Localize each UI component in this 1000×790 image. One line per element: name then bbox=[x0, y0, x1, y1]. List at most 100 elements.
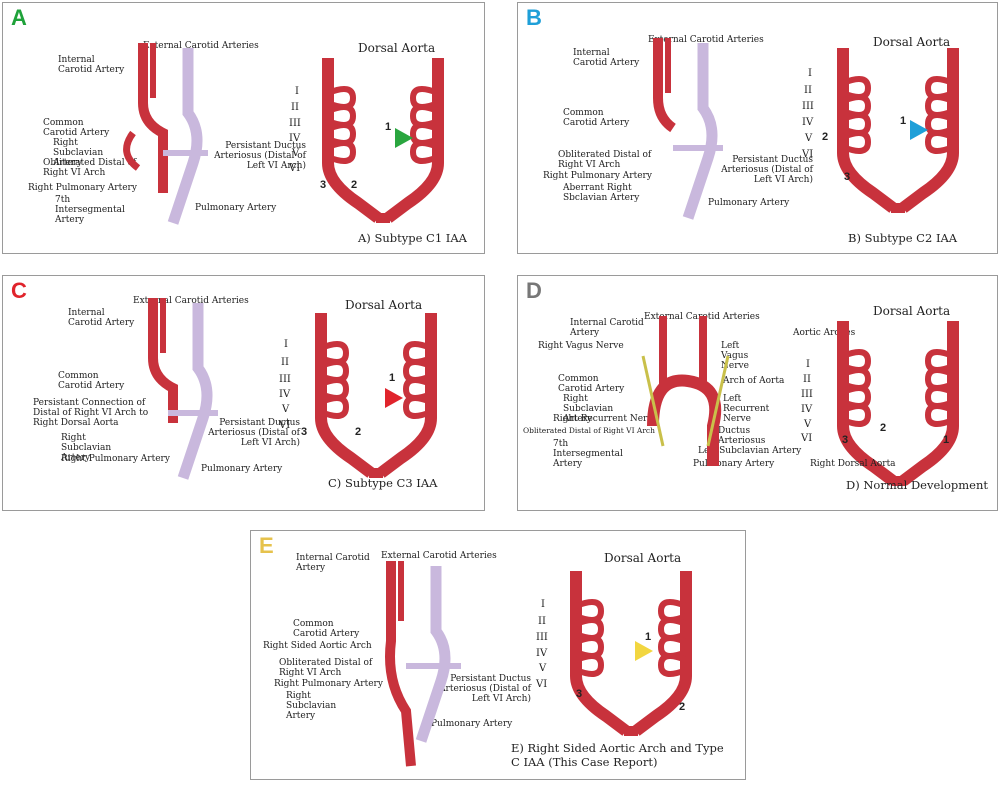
embryo-vessels-illustration bbox=[148, 298, 218, 480]
dorsal-aorta-label: Dorsal Aorta bbox=[873, 304, 951, 318]
label-pulmonary: Pulmonary Artery bbox=[431, 719, 513, 729]
roman-II: II bbox=[803, 374, 811, 385]
aortic-arches-diagram bbox=[837, 48, 959, 213]
roman-V: V bbox=[804, 419, 812, 430]
label-common-carotid: Common Carotid Artery bbox=[558, 374, 625, 394]
label-obliterated: Obliterated Distal of Right VI Arch bbox=[43, 158, 137, 178]
arrow-number-3: 3 bbox=[844, 171, 851, 183]
label-pulmonary: Pulmonary Artery bbox=[201, 464, 283, 474]
aortic-arches-diagram bbox=[837, 321, 959, 486]
label-right-pulmonary: Right Pulmonary Artery bbox=[543, 171, 652, 181]
aortic-arches-diagram bbox=[322, 58, 444, 223]
arrow-number-1: 1 bbox=[389, 372, 396, 384]
label-pulmonary: Pulmonary Artery bbox=[195, 203, 277, 213]
label-ductus: Ductus Arteriosus bbox=[718, 426, 766, 446]
label-right-subclavian: Right Subclavian Artery bbox=[563, 394, 614, 424]
arrow-icon bbox=[385, 388, 403, 408]
arrow-number-2: 2 bbox=[355, 426, 362, 438]
arrow-number-2: 2 bbox=[880, 422, 887, 434]
label-7th-intersegmental: 7th Intersegmental Artery bbox=[55, 195, 125, 225]
panel-caption: A) Subtype C1 IAA bbox=[358, 231, 467, 245]
label-common-carotid: Common Carotid Artery bbox=[43, 118, 110, 138]
arrow-icon bbox=[395, 128, 413, 148]
label-obliterated: Obliterated Distal of Right VI Arch bbox=[558, 150, 652, 170]
label-right-sided-arch: Right Sided Aortic Arch bbox=[263, 641, 372, 651]
arrow-number-1: 1 bbox=[385, 121, 392, 133]
panel-c: C Internal Carotid Artery External Carot… bbox=[2, 275, 485, 511]
label-right-pulmonary: Right Pulmonary Artery bbox=[28, 183, 137, 193]
roman-V: V bbox=[539, 663, 547, 674]
roman-II: II bbox=[281, 357, 289, 368]
roman-II: II bbox=[804, 85, 812, 96]
label-internal-carotid: Internal Carotid Artery bbox=[573, 48, 640, 68]
aortic-arches-diagram bbox=[315, 313, 437, 478]
label-right-dorsal-aorta: Right Dorsal Aorta bbox=[810, 459, 896, 469]
roman-I: I bbox=[808, 68, 812, 79]
panel-caption: E) Right Sided Aortic Arch and Type C IA… bbox=[511, 741, 724, 769]
label-right-subclavian: Right Subclavian Artery bbox=[61, 433, 112, 463]
panel-letter: D bbox=[526, 278, 542, 303]
roman-II: II bbox=[538, 616, 546, 627]
embryo-vessels-illustration bbox=[385, 561, 461, 767]
roman-I: I bbox=[806, 359, 810, 370]
roman-III: III bbox=[801, 389, 813, 400]
dorsal-aorta-label: Dorsal Aorta bbox=[358, 41, 436, 55]
label-right-vagus: Right Vagus Nerve bbox=[538, 341, 624, 351]
embryo-vessels-illustration bbox=[653, 38, 723, 220]
roman-IV: IV bbox=[802, 117, 814, 128]
label-internal-carotid: Internal Carotid Artery bbox=[68, 308, 135, 328]
roman-IV: IV bbox=[279, 389, 291, 400]
roman-VI: VI bbox=[802, 149, 814, 160]
aortic-arches-diagram bbox=[570, 571, 692, 736]
label-pulmonary: Pulmonary Artery bbox=[708, 198, 790, 208]
label-obliterated: Obliterated Distal of Right VI Arch bbox=[279, 658, 373, 678]
roman-II: II bbox=[291, 102, 299, 113]
label-external-carotid: External Carotid Arteries bbox=[648, 35, 764, 45]
panel-caption: B) Subtype C2 IAA bbox=[848, 231, 958, 245]
arrow-number-3: 3 bbox=[320, 179, 327, 191]
panel-caption: C) Subtype C3 IAA bbox=[328, 476, 438, 490]
label-right-subclavian: Right Subclavian Artery bbox=[286, 691, 337, 721]
label-left-subclavian: Left Subclavian Artery bbox=[698, 446, 802, 456]
label-left-vagus: Left Vagus Nerve bbox=[721, 341, 749, 371]
label-external-carotid: External Carotid Arteries bbox=[381, 551, 497, 561]
arrow-number-1: 1 bbox=[645, 631, 652, 643]
label-aortic-arches: Aortic Arches bbox=[793, 328, 856, 338]
label-right-subclavian: Right Subclavian Artery bbox=[53, 138, 104, 168]
panel-letter: A bbox=[11, 5, 27, 30]
label-arch-of-aorta: Arch of Aorta bbox=[723, 376, 785, 386]
arrow-number-1: 1 bbox=[900, 115, 907, 127]
label-common-carotid: Common Carotid Artery bbox=[293, 619, 360, 639]
label-external-carotid: External Carotid Arteries bbox=[133, 296, 249, 306]
panel-a: A Internal Carotid Artery External Carot… bbox=[2, 2, 485, 254]
label-obliterated: Obliterated Distal of Right VI Arch bbox=[523, 426, 655, 435]
roman-VI: VI bbox=[536, 679, 548, 690]
arrow-number-2: 2 bbox=[679, 701, 686, 713]
label-7th-intersegmental: 7th Intersegmental Artery bbox=[553, 439, 623, 469]
label-right-pulmonary: Right Pulmonary Artery bbox=[61, 454, 170, 464]
roman-V: V bbox=[282, 404, 290, 415]
roman-III: III bbox=[289, 118, 301, 129]
panel-d: D Internal Carotid Artery External Carot… bbox=[517, 275, 998, 511]
label-aberrant-subclavian: Aberrant Right Sbclavian Artery bbox=[563, 183, 640, 203]
roman-I: I bbox=[295, 86, 299, 97]
label-internal-carotid: Internal Carotid Artery bbox=[570, 318, 644, 338]
roman-III: III bbox=[802, 101, 814, 112]
label-left-recurrent: Left Recurrent Nerve bbox=[723, 394, 770, 424]
roman-VI: VI bbox=[801, 433, 813, 444]
label-right-recurrent: Right Recurrent Nerve bbox=[553, 414, 658, 424]
label-common-carotid: Common Carotid Artery bbox=[563, 108, 630, 128]
label-persistant-connection: Persistant Connection of Distal of Right… bbox=[33, 398, 149, 428]
arrow-icon bbox=[910, 120, 928, 140]
roman-IV: IV bbox=[801, 404, 813, 415]
roman-III: III bbox=[536, 632, 548, 643]
arrow-number-3: 3 bbox=[576, 688, 583, 700]
panel-e: E Internal Carotid Artery External Carot… bbox=[250, 530, 746, 780]
panel-letter: B bbox=[526, 5, 542, 30]
label-right-pulmonary: Right Pulmonary Artery bbox=[274, 679, 383, 689]
label-external-carotid: External Carotid Arteries bbox=[143, 41, 259, 51]
arrow-number-3: 3 bbox=[842, 434, 849, 446]
label-ductus: Persistant Ductus Arteriosus (Distal of … bbox=[439, 674, 531, 704]
roman-VI: VI bbox=[289, 163, 301, 174]
arrow-number-3: 3 bbox=[301, 426, 308, 438]
